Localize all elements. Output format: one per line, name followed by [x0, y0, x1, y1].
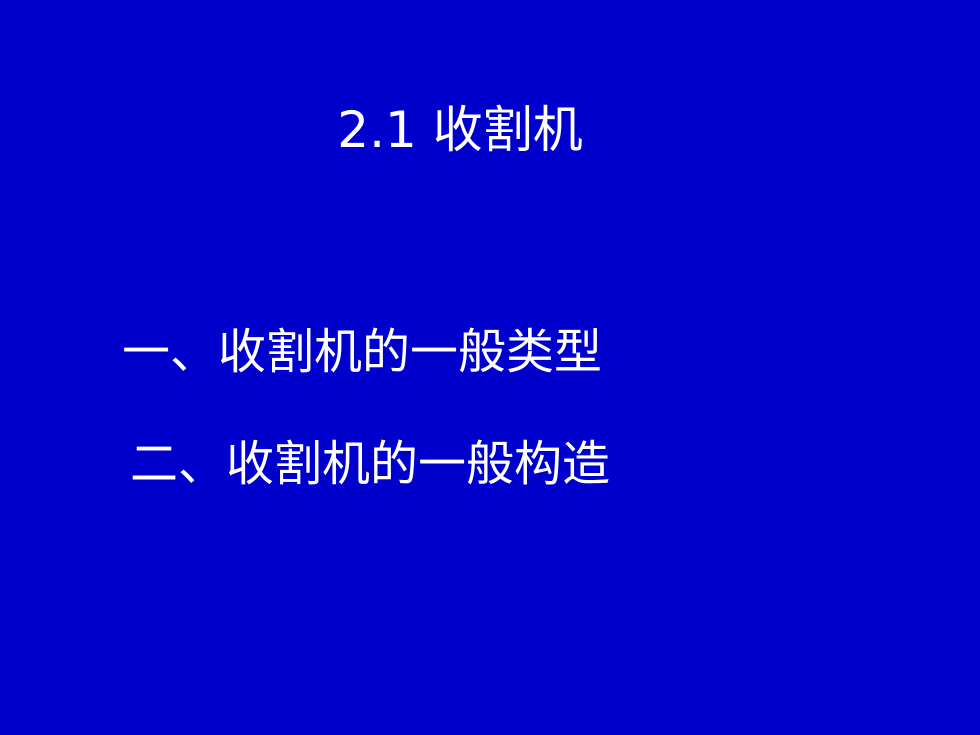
outline-item-types: 一、收割机的一般类型 [122, 324, 603, 380]
slide-title: 2.1 收割机 [337, 101, 583, 159]
outline-item-structure: 二、收割机的一般构造 [130, 436, 611, 492]
